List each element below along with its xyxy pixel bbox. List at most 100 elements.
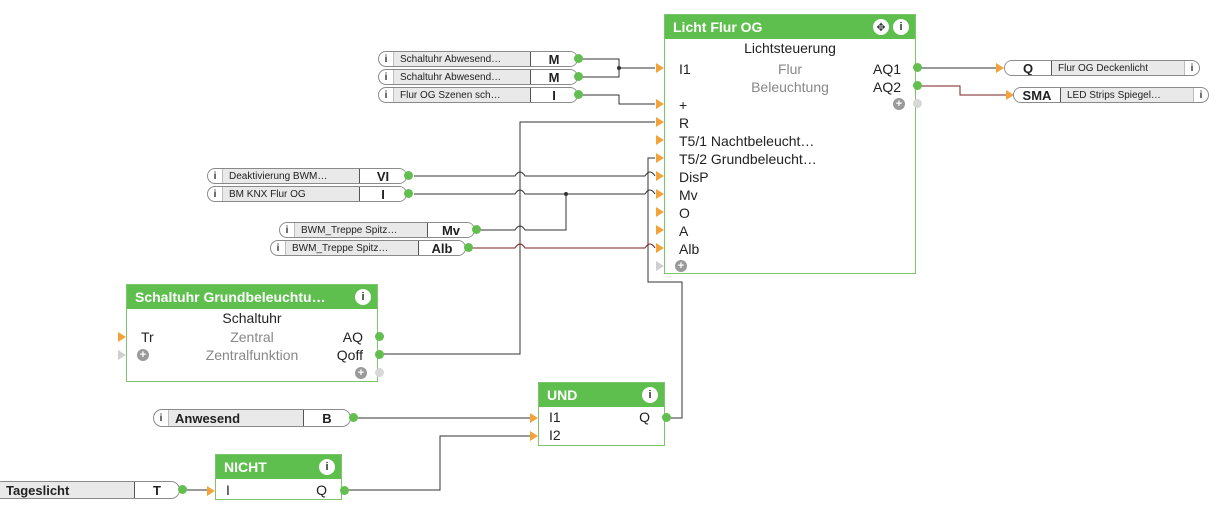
info-icon[interactable]: i xyxy=(159,412,163,424)
input-schaltuhr-abwesend-2[interactable]: i Schaltuhr Abwesend… M xyxy=(378,69,578,85)
input-port[interactable] xyxy=(1006,90,1014,100)
input-port-plus[interactable] xyxy=(656,99,664,109)
block-und[interactable]: UND i I1 Q I2 xyxy=(538,382,665,446)
output-port[interactable] xyxy=(472,225,481,234)
input-code: I xyxy=(359,187,406,201)
add-input-icon[interactable]: + xyxy=(675,260,687,272)
output-flur-og-deckenlicht[interactable]: Q Flur OG Deckenlicht i xyxy=(1004,60,1200,76)
input-port-i2[interactable] xyxy=(530,431,538,441)
port-label: AQ2 xyxy=(872,79,901,95)
output-port-q[interactable] xyxy=(662,413,671,422)
port-row: Zentralfunktion Qoff xyxy=(127,346,377,364)
output-label: Flur OG Deckenlicht xyxy=(1052,61,1185,75)
input-schaltuhr-abwesend-1[interactable]: i Schaltuhr Abwesend… M xyxy=(378,51,578,67)
input-port-a[interactable] xyxy=(656,225,664,235)
output-label: LED Strips Spiegel… xyxy=(1061,88,1194,102)
block-header[interactable]: UND i xyxy=(539,383,664,407)
output-port[interactable] xyxy=(404,171,413,180)
block-licht-flur-og[interactable]: Licht Flur OG ✥ i Lichtsteuerung I1 Flur… xyxy=(664,14,916,274)
output-port[interactable] xyxy=(574,54,583,63)
info-icon[interactable]: i xyxy=(642,387,658,403)
port-label: Alb xyxy=(679,241,700,257)
input-port[interactable] xyxy=(996,63,1004,73)
add-output-icon[interactable]: + xyxy=(355,367,367,379)
info-icon[interactable]: i xyxy=(893,19,909,35)
block-header[interactable]: Schaltuhr Grundbeleuchtu… i xyxy=(127,285,377,309)
add-input-icon[interactable]: + xyxy=(137,349,149,361)
wire-m2-i1 xyxy=(582,68,620,78)
input-port-r[interactable] xyxy=(656,117,664,127)
input-code: I xyxy=(530,88,577,102)
output-port[interactable] xyxy=(178,485,187,494)
port-label: T5/1 Nachtbeleucht… xyxy=(679,133,815,149)
input-port-add[interactable] xyxy=(656,261,664,271)
info-icon[interactable]: i xyxy=(276,242,280,254)
port-label: Mv xyxy=(679,187,698,203)
input-port-mv[interactable] xyxy=(656,189,664,199)
wire-alb-alb xyxy=(472,243,656,249)
wire-nicht-i2 xyxy=(345,435,530,491)
block-header[interactable]: Licht Flur OG ✥ i xyxy=(665,15,915,39)
port-label: I1 xyxy=(549,409,561,425)
output-led-strips-spiegel[interactable]: SMA LED Strips Spiegel… i xyxy=(1013,87,1209,103)
output-port-qoff[interactable] xyxy=(375,350,384,359)
input-port-tr[interactable] xyxy=(118,332,126,342)
info-icon[interactable]: i xyxy=(384,53,388,65)
info-icon[interactable]: i xyxy=(355,289,371,305)
input-code: M xyxy=(530,52,577,66)
port-label: Q xyxy=(639,409,650,425)
output-port-add[interactable] xyxy=(913,99,922,108)
input-flur-og-szenen[interactable]: i Flur OG Szenen sch… I xyxy=(378,87,578,103)
input-bwm-treppe-alb[interactable]: i BWM_Treppe Spitz… Alb xyxy=(270,240,466,256)
output-port[interactable] xyxy=(404,189,413,198)
info-icon[interactable]: i xyxy=(384,89,388,101)
output-port-aq2[interactable] xyxy=(913,81,922,90)
info-icon[interactable]: i xyxy=(213,170,217,182)
input-port-alb[interactable] xyxy=(656,243,664,253)
input-port-o[interactable] xyxy=(656,207,664,217)
port-label: A xyxy=(679,223,689,239)
input-port-t52[interactable] xyxy=(656,153,664,163)
input-port-i[interactable] xyxy=(207,486,215,496)
block-subtitle: Schaltuhr xyxy=(222,310,282,326)
input-tageslicht[interactable]: Tageslicht T xyxy=(0,481,180,499)
output-port-add[interactable] xyxy=(375,368,384,377)
block-schaltuhr[interactable]: Schaltuhr Grundbeleuchtu… i Schaltuhr Tr… xyxy=(126,284,378,382)
input-deaktivierung-bwm[interactable]: i Deaktivierung BWM… VI xyxy=(207,168,407,184)
input-bwm-treppe-mv[interactable]: i BWM_Treppe Spitz… Mv xyxy=(279,222,475,238)
output-port-q[interactable] xyxy=(340,486,349,495)
input-code: Mv xyxy=(427,223,474,237)
output-port-aq[interactable] xyxy=(375,332,384,341)
output-port[interactable] xyxy=(349,413,358,422)
port-row: Beleuchtung AQ2 xyxy=(665,78,915,96)
input-bm-knx-flur-og[interactable]: i BM KNX Flur OG I xyxy=(207,186,407,202)
wire-m1-i1 xyxy=(582,58,655,69)
port-label: AQ1 xyxy=(872,61,901,77)
port-function: Zentralfunktion xyxy=(205,347,299,363)
input-port-i1[interactable] xyxy=(530,413,538,423)
add-output-icon[interactable]: + xyxy=(893,98,905,110)
block-nicht[interactable]: NICHT i I Q xyxy=(215,454,342,500)
port-row: R xyxy=(665,114,915,132)
info-icon[interactable]: i xyxy=(213,188,217,200)
input-port-disp[interactable] xyxy=(656,171,664,181)
input-anwesend[interactable]: i Anwesend B xyxy=(153,409,351,427)
input-port-t51[interactable] xyxy=(656,135,664,145)
output-port[interactable] xyxy=(574,90,583,99)
block-title: UND xyxy=(547,387,578,403)
info-icon[interactable]: i xyxy=(384,71,388,83)
info-icon[interactable]: i xyxy=(319,459,335,475)
info-icon[interactable]: i xyxy=(1199,89,1203,101)
output-port[interactable] xyxy=(574,72,583,81)
output-port[interactable] xyxy=(464,243,473,252)
info-icon[interactable]: i xyxy=(1190,62,1194,74)
input-port-add[interactable] xyxy=(118,350,126,360)
port-row: A xyxy=(665,222,915,240)
move-icon[interactable]: ✥ xyxy=(873,19,889,35)
input-label: Anwesend xyxy=(168,410,303,426)
info-icon[interactable]: i xyxy=(285,224,289,236)
block-header[interactable]: NICHT i xyxy=(216,455,341,479)
output-port-aq1[interactable] xyxy=(913,63,922,72)
input-port-i1[interactable] xyxy=(656,63,664,73)
